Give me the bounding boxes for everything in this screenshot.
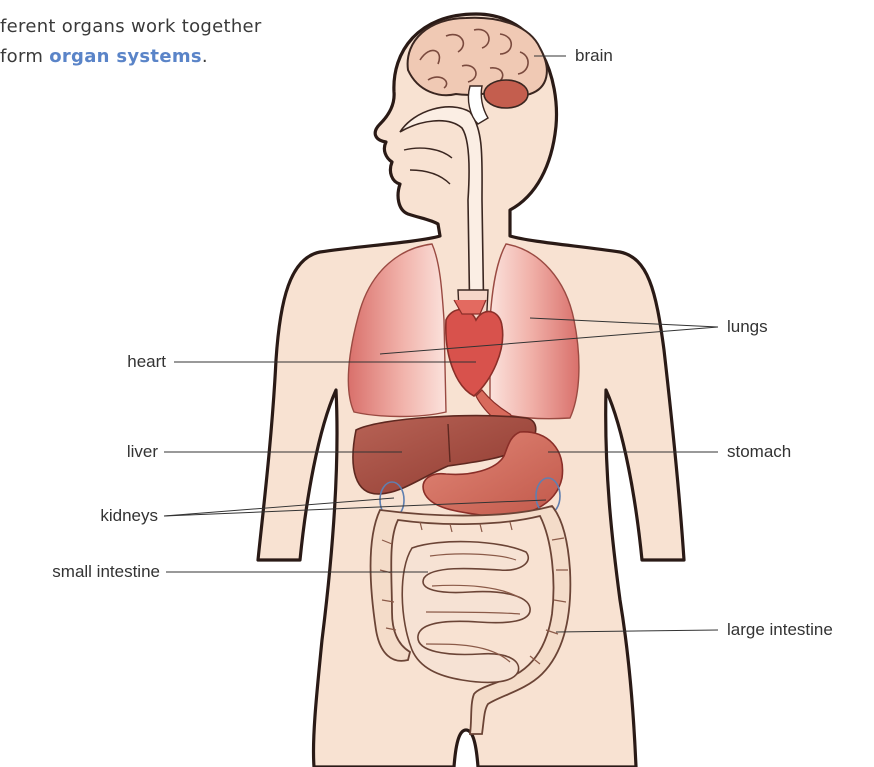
label-stomach: stomach <box>727 442 791 462</box>
label-liver: liver <box>127 442 158 462</box>
label-large-intestine: large intestine <box>727 620 833 640</box>
cerebellum <box>484 80 528 108</box>
label-kidneys: kidneys <box>100 506 158 526</box>
label-heart: heart <box>127 352 166 372</box>
label-brain: brain <box>575 46 613 66</box>
label-lungs: lungs <box>727 317 768 337</box>
label-small-intestine: small intestine <box>52 562 160 582</box>
